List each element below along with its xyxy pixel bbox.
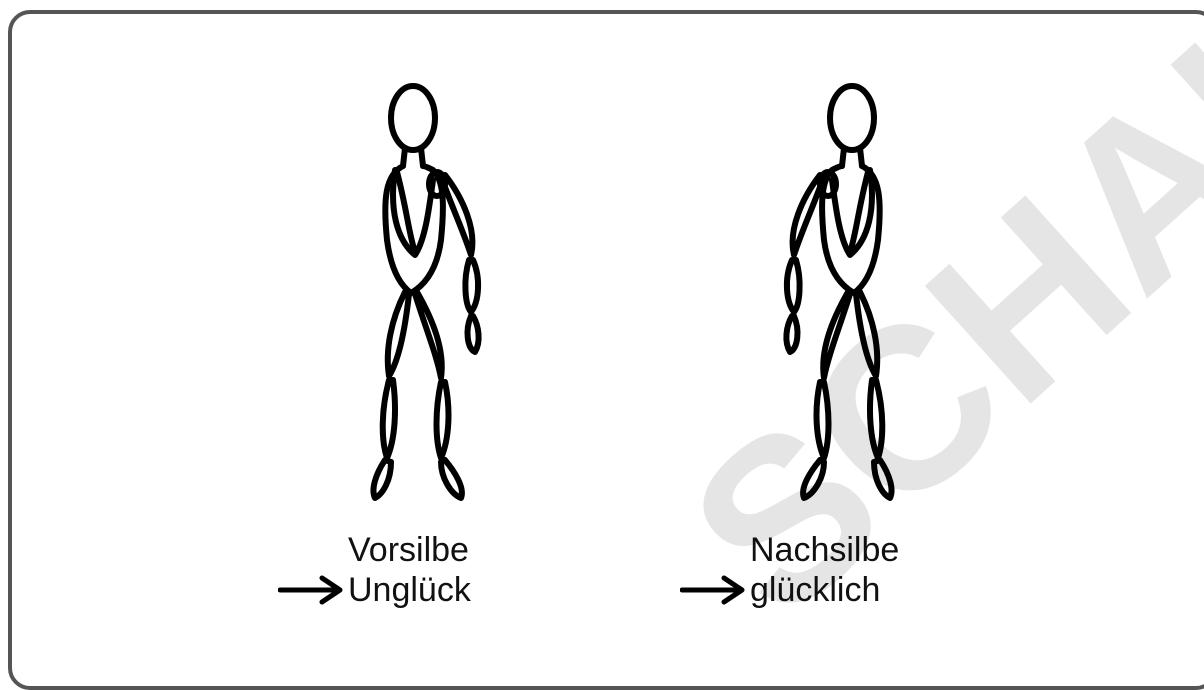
- left-stick-figure: [345, 80, 505, 510]
- right-caption: Nachsilbe glücklich: [680, 530, 899, 610]
- prefix-label: Vorsilbe: [278, 530, 471, 570]
- stick-figure-icon: [760, 80, 920, 510]
- suffix-label: Nachsilbe: [680, 530, 899, 570]
- left-example-line: Unglück: [278, 570, 471, 610]
- right-example-word: glücklich: [750, 570, 880, 610]
- right-stick-figure: [760, 80, 920, 510]
- card-frame: [8, 10, 1204, 690]
- right-example-line: glücklich: [680, 570, 899, 610]
- arrow-right-icon: [680, 575, 746, 605]
- arrow-right-icon: [278, 575, 344, 605]
- stick-figure-icon: [345, 80, 505, 510]
- left-caption: Vorsilbe Unglück: [278, 530, 471, 610]
- left-example-word: Unglück: [348, 570, 471, 610]
